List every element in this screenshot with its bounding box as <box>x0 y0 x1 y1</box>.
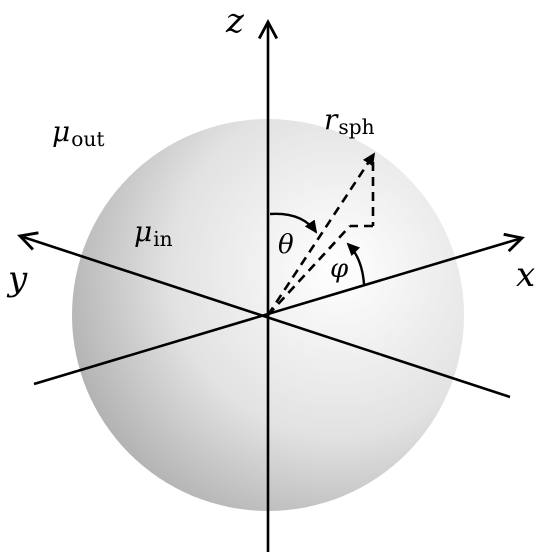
y-axis-label: y <box>8 259 28 299</box>
r-sph-label: rsph <box>324 103 375 140</box>
mu-in-subscript: in <box>153 227 173 252</box>
radius-projection-line <box>267 225 351 316</box>
r-symbol: r <box>324 103 338 136</box>
x-axis-label: x <box>516 255 536 295</box>
mu-out-symbol: μ <box>52 115 71 148</box>
phi-arc <box>346 242 366 285</box>
phi-label: φ <box>330 254 349 284</box>
mu-in-symbol: μ <box>134 215 153 248</box>
theta-label: θ <box>278 230 294 260</box>
z-axis-label: z <box>226 1 244 41</box>
x-axis <box>33 232 525 386</box>
y-axis <box>17 231 511 399</box>
mu-out-label: μout <box>52 115 105 152</box>
mu-in-label: μin <box>134 215 173 252</box>
r-subscript: sph <box>338 115 375 140</box>
theta-arc <box>269 212 318 234</box>
mu-out-subscript: out <box>71 127 105 152</box>
radius-vector <box>266 152 376 316</box>
